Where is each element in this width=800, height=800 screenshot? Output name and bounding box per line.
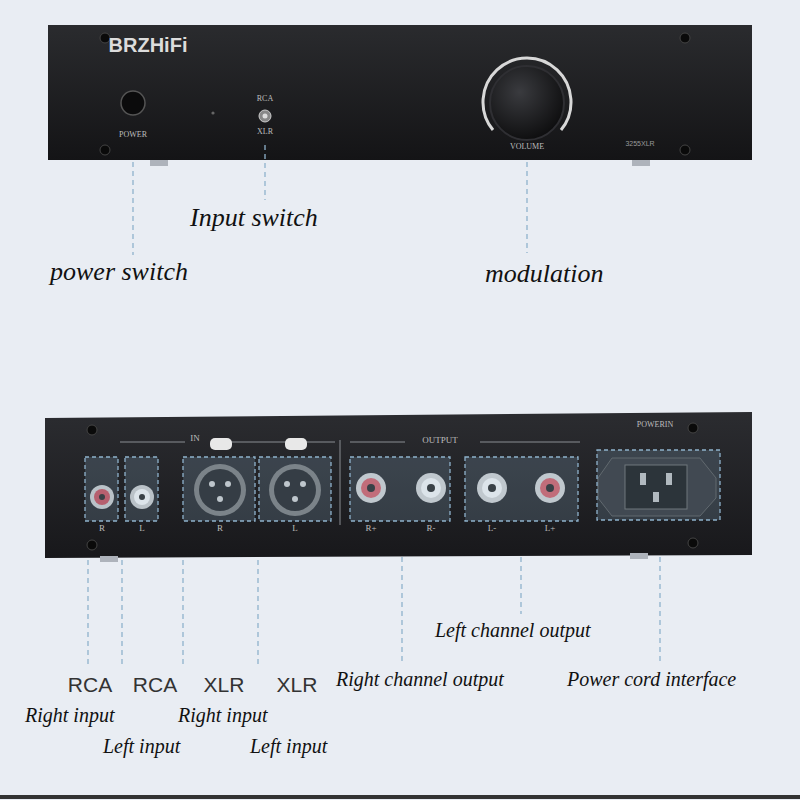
rear-panel [45, 412, 752, 558]
pin-label: R [217, 524, 223, 534]
pin-label: R- [427, 524, 436, 534]
callout-label: power switch [50, 258, 188, 287]
callout-label: Left channel output [435, 619, 591, 641]
connector-type: XLR [204, 673, 245, 696]
panel-marking: OUTPUT [422, 436, 458, 446]
panel-marking: VOLUME [510, 143, 544, 152]
pin-label: L- [488, 524, 497, 534]
pin-label: L+ [545, 524, 556, 534]
connector-type: XLR [277, 673, 318, 696]
pin-label: R+ [365, 524, 376, 534]
callout-label: Power cord interface [567, 668, 736, 690]
callout-label: Left input [250, 735, 327, 757]
callout-label: Right input [25, 704, 114, 726]
brand-logo: BRZHiFi [109, 34, 188, 56]
toggle-switch [259, 110, 271, 122]
pin-label: L [139, 524, 145, 534]
panel-marking: RCA [257, 95, 273, 104]
panel-marking: XLR [257, 128, 273, 137]
connector-type: RCA [68, 673, 112, 696]
panel-marking: POWER [119, 131, 147, 140]
leader-lines [88, 557, 660, 668]
leader-lines [133, 145, 527, 255]
callout-label: Input switch [190, 204, 318, 233]
panel-marking: POWERIN [637, 421, 673, 430]
callout-label: modulation [485, 260, 603, 289]
callout-label: Right channel output [336, 668, 504, 690]
callout-label: Right input [178, 704, 267, 726]
callout-label: Left input [103, 735, 180, 757]
model-number: 3255XLR [625, 140, 654, 148]
front-panel [48, 25, 752, 160]
panel-marking: IN [190, 434, 200, 444]
power-button [121, 91, 145, 115]
volume-knob [490, 66, 564, 140]
pin-label: R [99, 524, 105, 534]
highlight-boxes [85, 450, 720, 521]
connector-type: RCA [133, 673, 177, 696]
pin-label: L [292, 524, 298, 534]
